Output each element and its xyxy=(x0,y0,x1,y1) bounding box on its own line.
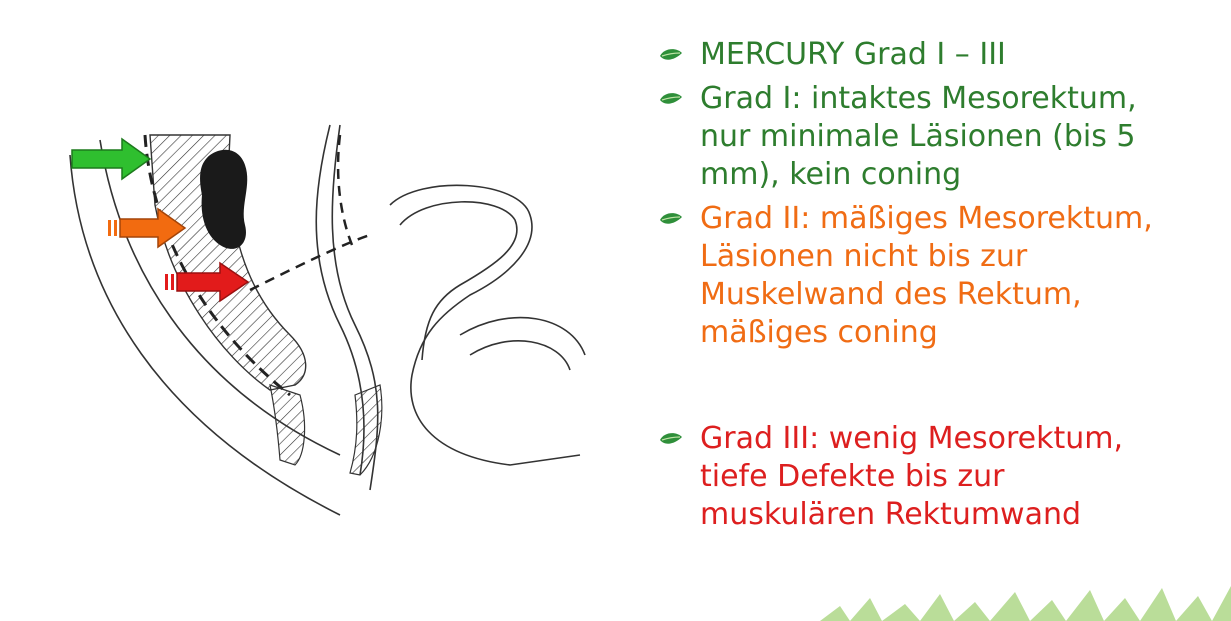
bullet-line: nur minimale Läsionen (bis 5 xyxy=(700,119,1136,154)
bullet-grade-2: Grad II: mäßiges Mesorektum, Läsionen ni… xyxy=(656,200,1226,352)
bullet-line: mm), kein coning xyxy=(700,157,961,192)
bullet-text: MERCURY Grad I – III xyxy=(700,37,1006,72)
bullet-grade-3: Grad III: wenig Mesorektum, tiefe Defekt… xyxy=(656,420,1226,534)
pelvic-contour xyxy=(70,125,585,515)
leaf-icon xyxy=(658,47,684,65)
grass-decoration xyxy=(820,586,1231,621)
anal-sphincter-right xyxy=(350,385,382,475)
rectum-mesorectum-illustration xyxy=(40,95,600,530)
grading-bullet-list: MERCURY Grad I – III Grad I: intaktes Me… xyxy=(656,36,1226,540)
bullet-line: Läsionen nicht bis zur xyxy=(700,239,1027,274)
bullet-line: tiefe Defekte bis zur xyxy=(700,459,1004,494)
bullet-line: muskulären Rektumwand xyxy=(700,497,1081,532)
bullet-line: mäßiges coning xyxy=(700,315,938,350)
bullet-mercury-grades: MERCURY Grad I – III xyxy=(656,36,1226,74)
leaf-icon xyxy=(658,431,684,449)
leaf-icon xyxy=(658,211,684,229)
bullet-grade-1: Grad I: intaktes Mesorektum, nur minimal… xyxy=(656,80,1226,194)
anal-sphincter-left xyxy=(270,385,305,465)
bullet-line: Grad II: mäßiges Mesorektum, xyxy=(700,201,1153,236)
grade-1-arrow xyxy=(72,139,150,179)
bullet-line: Grad III: wenig Mesorektum, xyxy=(700,421,1123,456)
leaf-icon xyxy=(658,91,684,109)
bullet-line: Muskelwand des Rektum, xyxy=(700,277,1082,312)
bullet-line: Grad I: intaktes Mesorektum, xyxy=(700,81,1137,116)
